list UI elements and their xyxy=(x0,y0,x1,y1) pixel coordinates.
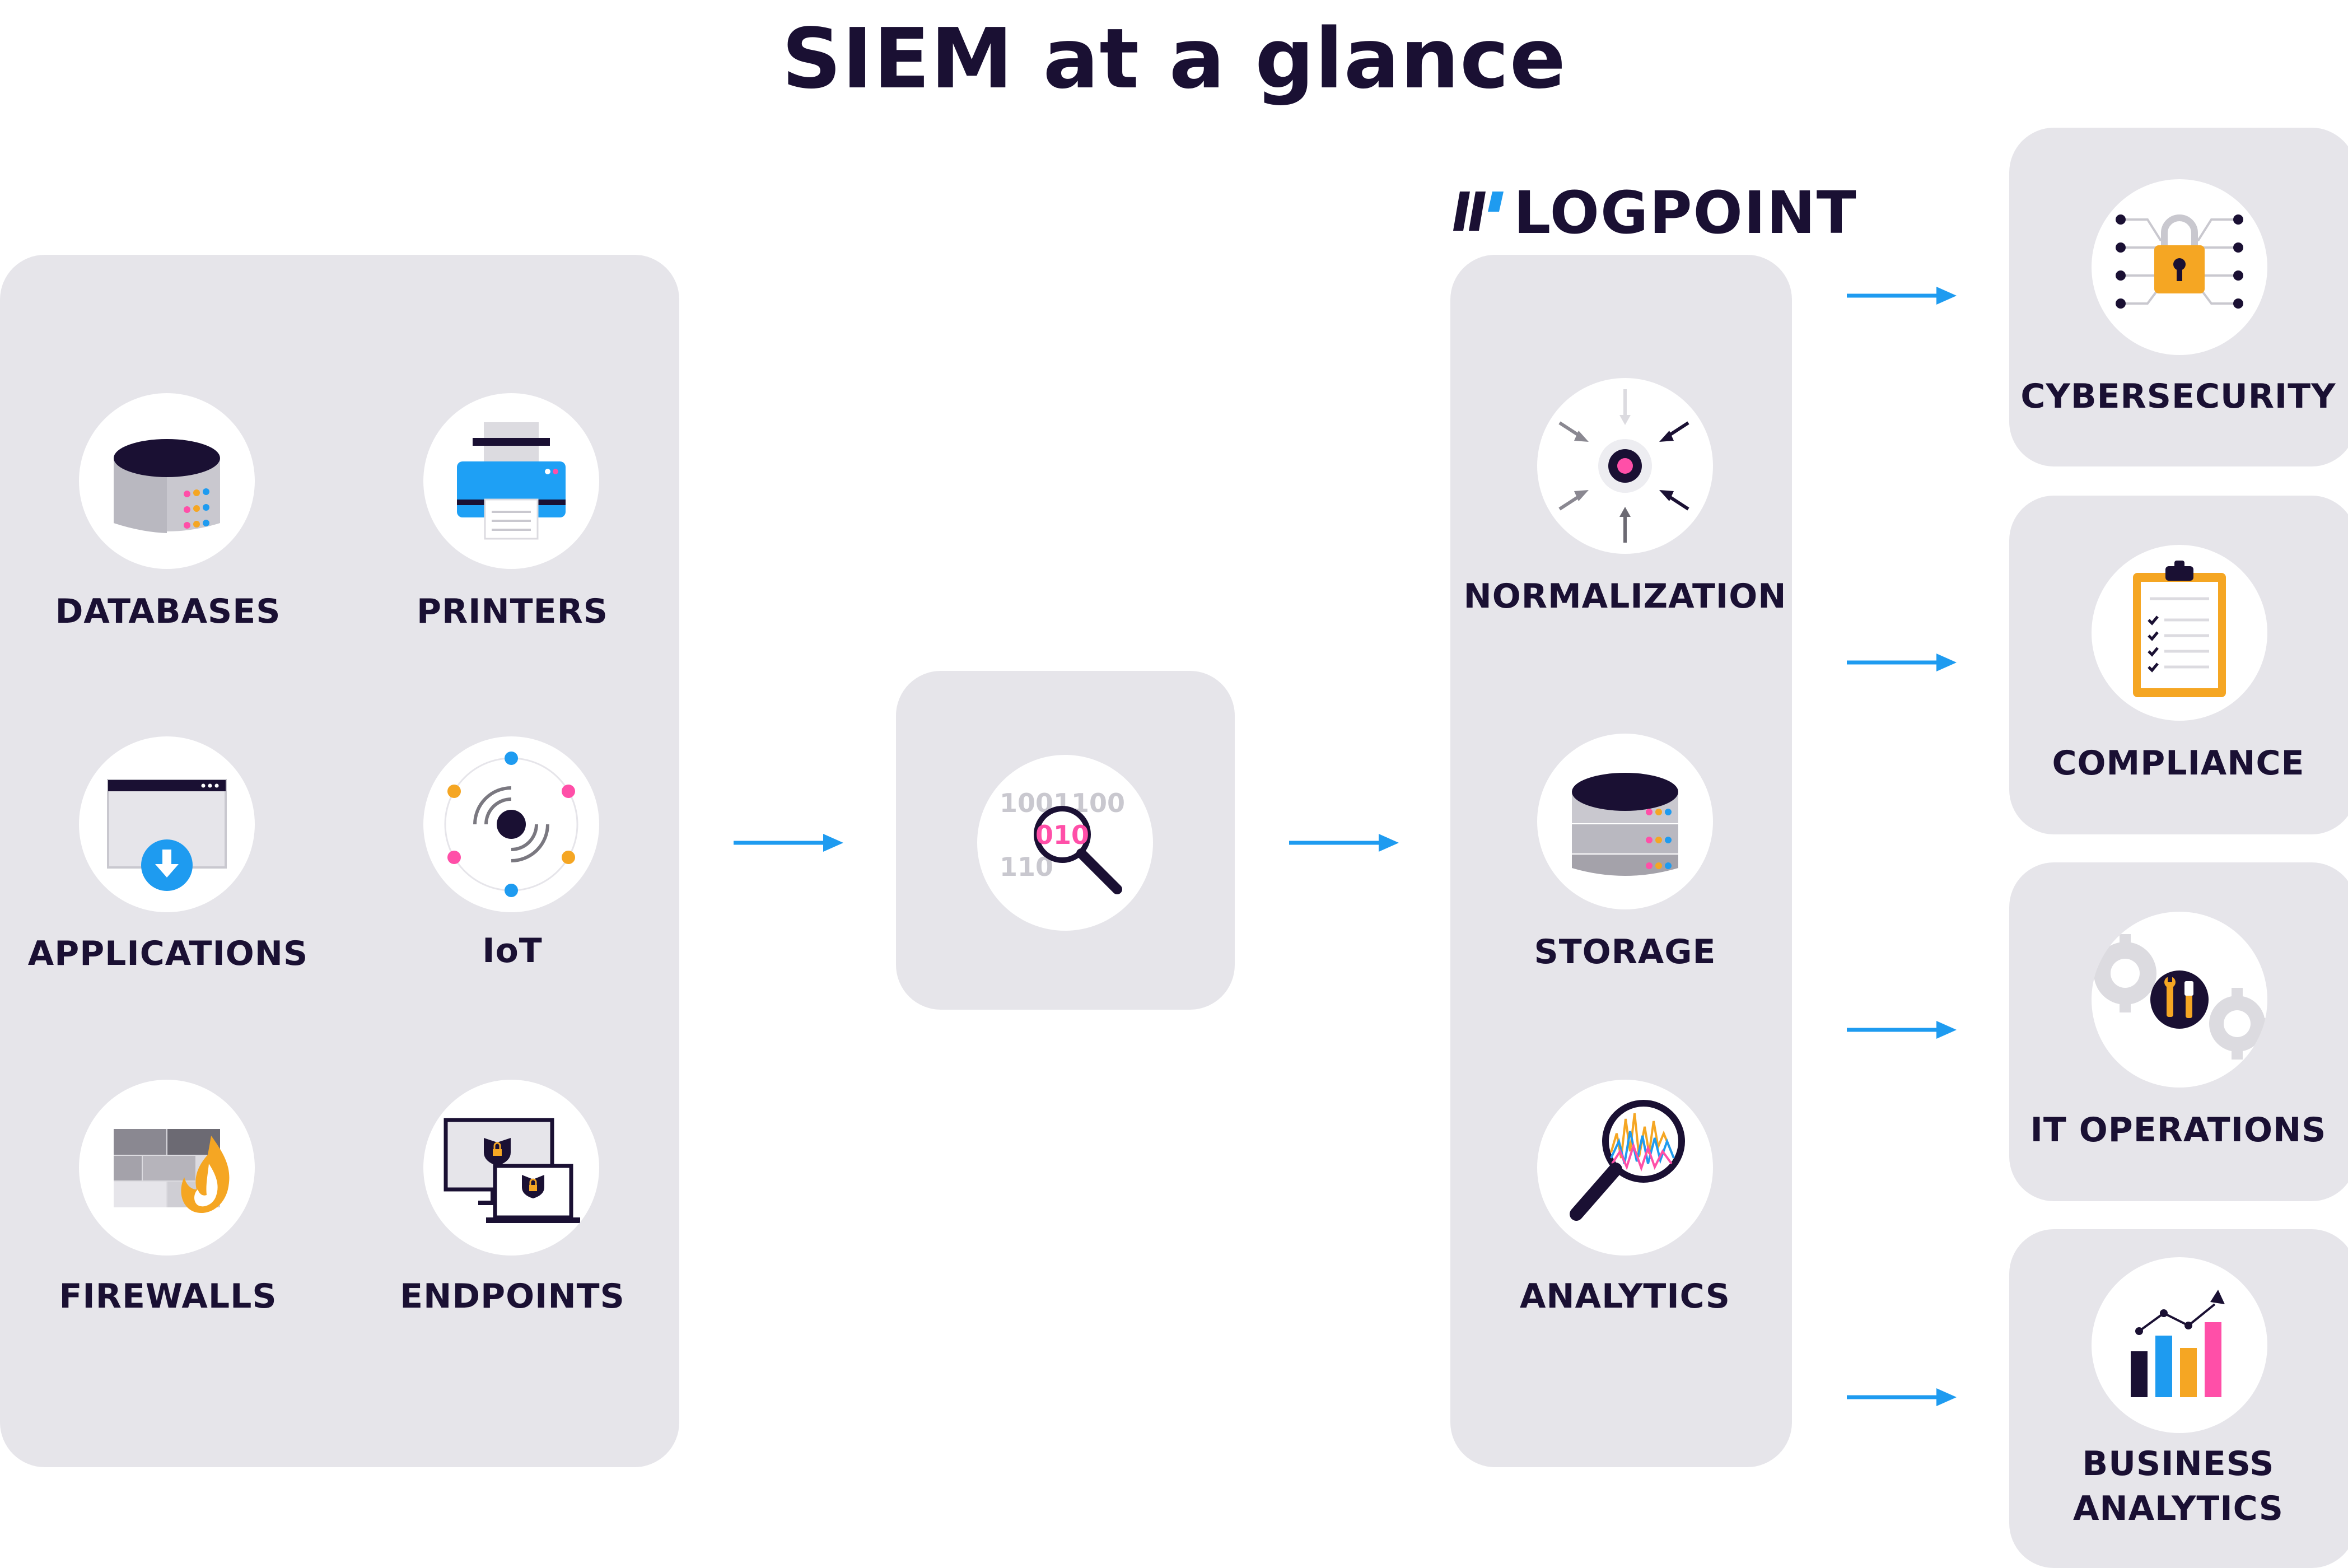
flow-arrow-to-it-operations xyxy=(1847,1021,1957,1039)
source-databases-circle xyxy=(79,393,255,569)
padlock-circuit-icon xyxy=(2116,214,2243,309)
outcome-business-analytics-line-2: ANALYTICS xyxy=(2072,1489,2284,1528)
source-firewalls-label: FIREWALLS xyxy=(59,1277,277,1316)
flow-arrow-to-compliance xyxy=(1847,654,1957,671)
flow-arrow-collector-to-logpoint xyxy=(1289,834,1399,852)
source-applications-label: APPLICATIONS xyxy=(27,934,309,973)
logpoint-logo-icon xyxy=(1453,192,1504,231)
source-endpoints-label: ENDPOINTS xyxy=(400,1277,625,1316)
binary-search-icon: 1001100 110 010 xyxy=(1000,788,1125,894)
outcome-cybersecurity-circle xyxy=(2092,179,2267,355)
source-firewalls-circle xyxy=(79,1080,255,1256)
binary-row-3: 110 xyxy=(1000,852,1053,882)
step-normalization-label: NORMALIZATION xyxy=(1463,577,1787,616)
application-download-icon xyxy=(107,779,227,891)
endpoints-icon xyxy=(444,1118,580,1223)
step-storage-circle xyxy=(1537,734,1713,909)
firewall-icon xyxy=(114,1129,230,1214)
source-printers-circle xyxy=(423,393,599,569)
flow-arrow-to-cybersecurity xyxy=(1847,287,1957,305)
step-analytics-label: ANALYTICS xyxy=(1519,1277,1731,1316)
outcome-compliance-circle xyxy=(2092,545,2267,721)
gears-tools-icon xyxy=(2092,934,2267,1060)
source-endpoints-circle xyxy=(423,1080,599,1256)
step-analytics-circle xyxy=(1537,1080,1713,1256)
step-storage-label: STORAGE xyxy=(1534,932,1716,972)
source-applications-circle xyxy=(79,736,255,912)
outcome-business-analytics-circle xyxy=(2092,1257,2267,1433)
flow-arrow-sources-to-collector xyxy=(734,834,843,852)
database-icon xyxy=(114,439,220,533)
collector-circle: 1001100 110 010 xyxy=(977,755,1153,931)
binary-highlight: 010 xyxy=(1035,820,1089,850)
iot-signal-icon xyxy=(444,752,578,897)
outcome-business-analytics-label: BUSINESS ANALYTICS xyxy=(2010,1441,2346,1531)
normalization-icon xyxy=(1558,389,1689,543)
page-title: SIEM at a glance xyxy=(781,11,1567,107)
bar-chart-trend-icon xyxy=(2131,1290,2225,1397)
analytics-magnifier-icon xyxy=(1570,1100,1685,1221)
outcome-cybersecurity-label: CYBERSECURITY xyxy=(2020,377,2336,416)
outcome-it-operations-label: IT OPERATIONS xyxy=(2030,1110,2327,1150)
printer-icon xyxy=(457,422,566,540)
flow-arrow-to-business-analytics xyxy=(1847,1388,1957,1406)
outcome-it-operations-circle xyxy=(2092,912,2267,1088)
clipboard-checklist-icon xyxy=(2133,561,2226,697)
logpoint-logo: LOGPOINT xyxy=(1448,179,1856,246)
source-databases-label: DATABASES xyxy=(55,592,281,631)
outcome-compliance-label: COMPLIANCE xyxy=(2052,744,2305,783)
source-printers-label: PRINTERS xyxy=(416,592,609,631)
source-iot-circle xyxy=(423,736,599,912)
outcome-business-analytics-line-1: BUSINESS xyxy=(2082,1444,2275,1483)
storage-icon xyxy=(1572,773,1678,876)
source-iot-label: IoT xyxy=(482,931,543,970)
step-normalization-circle xyxy=(1537,378,1713,554)
logpoint-logo-text: LOGPOINT xyxy=(1514,179,1857,247)
